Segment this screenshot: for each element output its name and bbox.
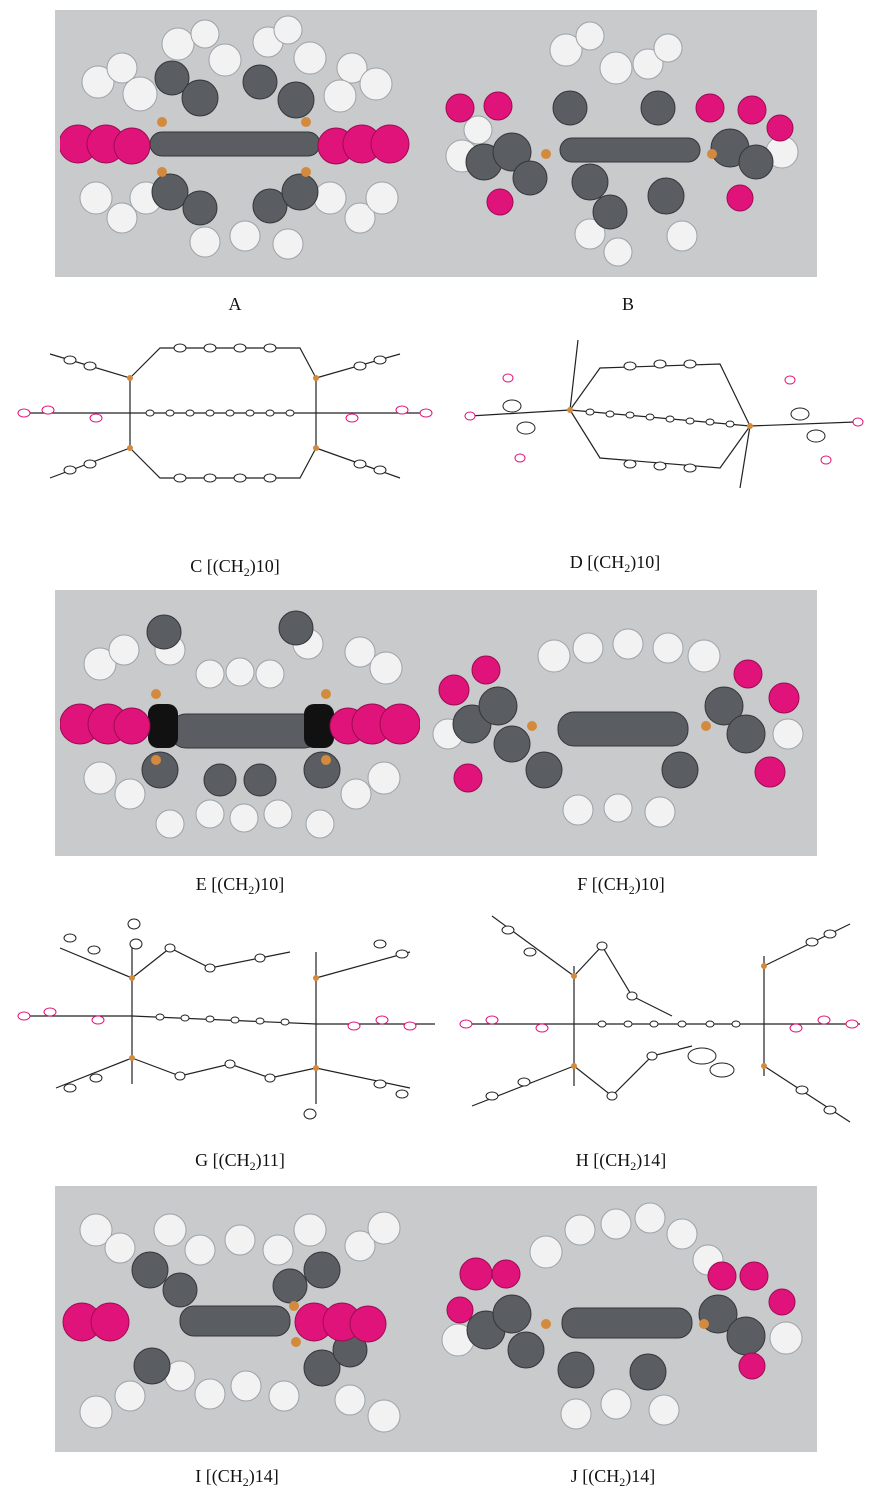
caption-formula-open: [(CH — [582, 1466, 620, 1486]
thermal-ellipsoid-model-H — [459, 915, 860, 1123]
caption-panel-G: G [(CH2)11] — [155, 1150, 325, 1176]
thermal-ellipsoid-model-G — [17, 918, 435, 1120]
space-filling-model-E — [60, 610, 420, 839]
space-filling-model-I — [62, 1211, 401, 1433]
caption-panel-I: I [(CH2)14] — [152, 1466, 322, 1492]
caption-letter: H — [575, 1150, 589, 1170]
caption-panel-D: D [(CH2)10] — [530, 552, 700, 578]
panel-I-structure — [60, 1190, 410, 1448]
caption-formula-close: )10] — [249, 556, 280, 576]
caption-formula-subscript: 2 — [249, 1159, 256, 1173]
caption-formula-open: [(CH — [593, 1150, 631, 1170]
thermal-ellipsoid-model-D — [464, 339, 864, 489]
panel-G-structure — [10, 908, 440, 1138]
caption-letter: J — [570, 1466, 578, 1486]
panel-F-structure — [428, 594, 812, 852]
caption-letter: A — [228, 294, 242, 314]
caption-formula-close: )14] — [625, 1466, 656, 1486]
space-filling-model-J — [441, 1202, 803, 1430]
caption-formula-subscript: 2 — [619, 1475, 626, 1489]
caption-formula-subscript: 2 — [624, 561, 631, 575]
caption-panel-H: H [(CH2)14] — [536, 1150, 706, 1176]
caption-letter: F — [577, 874, 588, 894]
caption-formula-subscript: 2 — [630, 1159, 637, 1173]
thermal-ellipsoid-model-C — [17, 343, 433, 483]
caption-formula-open: [(CH — [205, 1466, 243, 1486]
space-filling-model-F — [432, 628, 804, 828]
caption-panel-J: J [(CH2)14] — [528, 1466, 698, 1492]
caption-formula-open: [(CH — [591, 874, 629, 894]
caption-formula-open: [(CH — [206, 556, 244, 576]
space-filling-model-A — [60, 15, 410, 260]
caption-panel-B: B — [578, 294, 678, 314]
panel-E-structure — [60, 594, 420, 852]
caption-formula-close: )10] — [254, 874, 285, 894]
caption-panel-A: A — [185, 294, 285, 314]
caption-letter: E — [195, 874, 207, 894]
caption-letter: D — [569, 552, 583, 572]
caption-formula-close: )10] — [634, 874, 665, 894]
caption-letter: B — [621, 294, 634, 314]
space-filling-model-B — [445, 21, 799, 267]
caption-formula-close: )10] — [630, 552, 661, 572]
panel-C-structure — [10, 318, 440, 508]
caption-formula-close: )14] — [636, 1150, 667, 1170]
caption-formula-open: [(CH — [211, 874, 249, 894]
caption-letter: I — [195, 1466, 202, 1486]
panel-D-structure — [460, 318, 865, 508]
panel-J-structure — [436, 1190, 812, 1448]
caption-formula-subscript: 2 — [243, 565, 250, 579]
caption-formula-subscript: 2 — [242, 1475, 249, 1489]
caption-panel-E: E [(CH2)10] — [155, 874, 325, 900]
caption-formula-close: )14] — [248, 1466, 279, 1486]
panel-A-structure — [60, 12, 410, 274]
caption-panel-F: F [(CH2)10] — [536, 874, 706, 900]
caption-formula-open: [(CH — [587, 552, 625, 572]
caption-letter: G — [195, 1150, 209, 1170]
caption-formula-open: [(CH — [212, 1150, 250, 1170]
caption-formula-subscript: 2 — [628, 883, 635, 897]
panel-H-structure — [452, 906, 864, 1136]
caption-formula-close: )11] — [255, 1150, 285, 1170]
panel-B-structure — [440, 12, 810, 274]
caption-panel-C: C [(CH2)10] — [150, 556, 320, 582]
caption-formula-subscript: 2 — [248, 883, 255, 897]
caption-letter: C — [190, 556, 203, 576]
